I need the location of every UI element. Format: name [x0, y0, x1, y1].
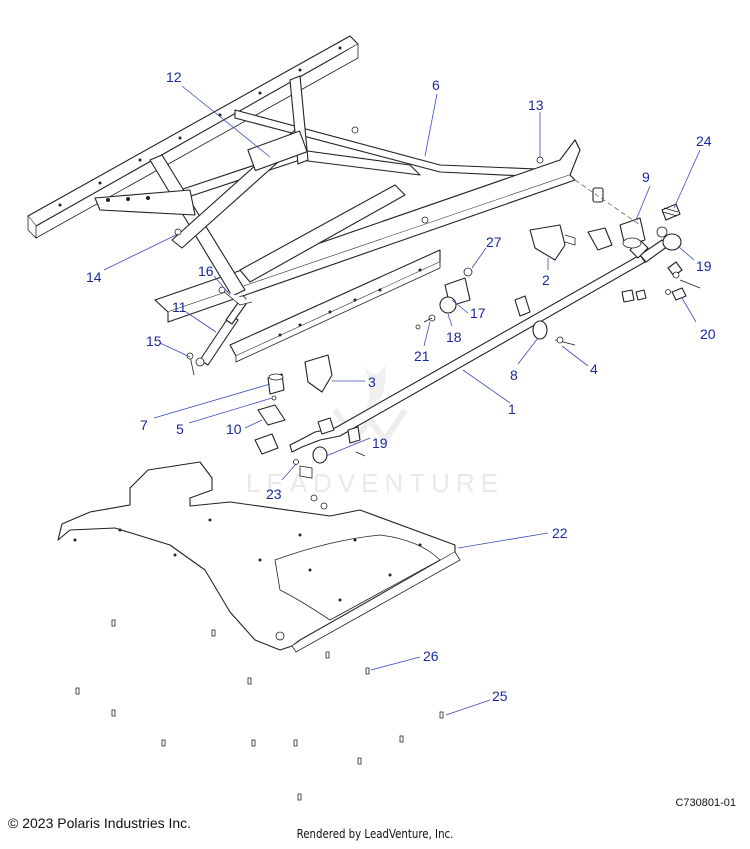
callout-24: 24 [696, 133, 712, 149]
diagram-code: C730801-01 [675, 797, 736, 809]
callout-6: 6 [432, 77, 440, 93]
callout-3: 3 [368, 374, 376, 390]
callout-13: 13 [528, 97, 544, 113]
callout-27: 27 [486, 234, 502, 250]
callout-9: 9 [642, 169, 650, 185]
alignment-line [574, 179, 641, 226]
callout-7: 7 [140, 417, 148, 433]
callout-8: 8 [510, 367, 518, 383]
callout-23: 23 [266, 486, 282, 502]
copyright-text: © 2023 Polaris Industries Inc. [8, 815, 192, 831]
callout-11: 11 [172, 299, 187, 315]
callout-21: 21 [414, 348, 430, 364]
callout-2: 2 [542, 272, 550, 288]
callout-15: 15 [146, 333, 162, 349]
callout-14: 14 [86, 269, 102, 285]
rendered-by-text: Rendered by LeadVenture, Inc. [296, 827, 454, 841]
callout-20: 20 [700, 326, 716, 342]
callout-5: 5 [176, 421, 184, 437]
loose-fasteners [75, 619, 444, 801]
callout-12: 12 [166, 69, 182, 85]
callout-19-left: 19 [372, 435, 388, 451]
callout-25: 25 [492, 688, 508, 704]
callout-17: 17 [470, 305, 486, 321]
skid-plate [57, 461, 461, 653]
callouts: 1 2 3 4 5 6 7 8 9 10 11 12 13 14 15 16 1 [86, 69, 716, 716]
callout-4: 4 [590, 361, 598, 377]
callout-22: 22 [552, 525, 568, 541]
callout-10: 10 [226, 421, 242, 437]
shock-absorber [186, 286, 253, 376]
callout-16: 16 [198, 263, 214, 279]
callout-1: 1 [508, 401, 516, 417]
hardware-parts [254, 187, 701, 510]
callout-19-right: 19 [696, 258, 712, 274]
sway-bar [289, 239, 683, 453]
watermark-text: LEADVENTURE [246, 468, 504, 498]
frame-assembly [27, 35, 581, 363]
callout-18: 18 [446, 329, 462, 345]
callout-26: 26 [423, 648, 439, 664]
